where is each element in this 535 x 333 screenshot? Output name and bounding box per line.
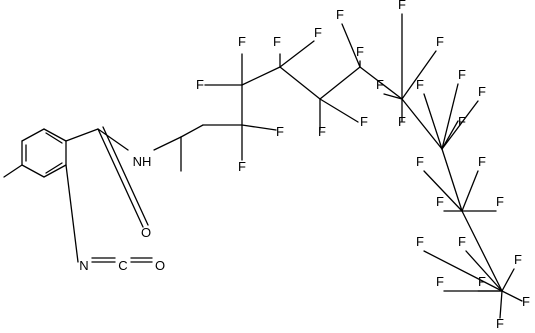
fluorine-label: F xyxy=(238,159,246,174)
fluorine-label: F xyxy=(416,77,424,92)
bond-line xyxy=(441,148,463,212)
bond-layer xyxy=(3,13,523,319)
bond-line xyxy=(97,128,129,151)
bond-line xyxy=(359,66,403,100)
isocyanate-oxygen-label: O xyxy=(155,258,165,273)
fluorine-label: F xyxy=(436,194,444,209)
bond-line xyxy=(3,164,23,178)
bond-line xyxy=(441,120,459,150)
fluorine-label: F xyxy=(273,34,281,49)
bond-line xyxy=(401,98,443,150)
bond-line xyxy=(241,66,281,86)
bond-line xyxy=(441,83,459,150)
fluorine-label: F xyxy=(416,154,424,169)
fluorine-label: F xyxy=(318,124,326,139)
fluorine-label: F xyxy=(458,67,466,82)
fluorine-label: F xyxy=(238,34,246,49)
fluorine-label: F xyxy=(496,316,504,331)
fluorine-label: F xyxy=(196,77,204,92)
bond-line xyxy=(279,66,321,100)
bond-line xyxy=(423,250,503,292)
bond-line xyxy=(21,128,45,142)
fluorine-label: F xyxy=(360,114,368,129)
fluorine-label: F xyxy=(436,274,444,289)
fluorine-label: F xyxy=(458,114,466,129)
bond-line xyxy=(499,290,503,319)
fluorine-label: F xyxy=(478,84,486,99)
isocyanate-carbon-label: C xyxy=(118,258,127,273)
bond-line xyxy=(97,128,144,228)
bond-line xyxy=(465,250,503,292)
fluorine-label: F xyxy=(458,234,466,249)
fluorine-label: F xyxy=(336,7,344,22)
bond-line xyxy=(45,132,63,144)
fluorine-label: F xyxy=(398,0,406,12)
fluorine-label: F xyxy=(314,25,322,40)
fluorine-label: F xyxy=(522,294,530,309)
bond-line xyxy=(501,268,515,292)
bond-line xyxy=(441,100,479,150)
bond-line xyxy=(461,170,479,212)
bond-line xyxy=(43,164,67,178)
atom-label-layer: NH O N C O F F F F F F F F F F F F F F F… xyxy=(79,0,530,331)
bond-line xyxy=(45,162,63,174)
bond-line xyxy=(65,128,99,142)
bond-line xyxy=(423,93,443,150)
bond-line xyxy=(43,128,67,142)
isocyanate-nitrogen-label: N xyxy=(79,258,88,273)
bond-line xyxy=(21,164,45,178)
fluorine-label: F xyxy=(356,44,364,59)
bond-line xyxy=(153,136,182,151)
fluorine-label: F xyxy=(398,114,406,129)
bond-line xyxy=(383,93,403,100)
bond-line xyxy=(461,210,503,292)
bond-line xyxy=(319,98,359,123)
fluorine-label: F xyxy=(376,77,384,92)
bond-line xyxy=(180,124,204,138)
fluorine-label: F xyxy=(436,34,444,49)
bond-line xyxy=(401,50,437,100)
bond-line xyxy=(65,164,79,263)
fluorine-label: F xyxy=(276,124,284,139)
bond-line xyxy=(501,290,523,302)
fluorine-label: F xyxy=(514,252,522,267)
fluorine-label: F xyxy=(478,274,486,289)
fluorine-label: F xyxy=(496,194,504,209)
bond-line xyxy=(341,23,361,68)
bond-line xyxy=(241,124,277,131)
amide-oxygen-label: O xyxy=(141,225,151,240)
nh-label: NH xyxy=(133,154,152,169)
bond-line xyxy=(279,40,315,68)
fluorine-label: F xyxy=(416,234,424,249)
bond-line xyxy=(423,170,463,212)
bond-line xyxy=(319,66,361,100)
fluorine-label: F xyxy=(478,154,486,169)
bond-line xyxy=(102,126,149,226)
